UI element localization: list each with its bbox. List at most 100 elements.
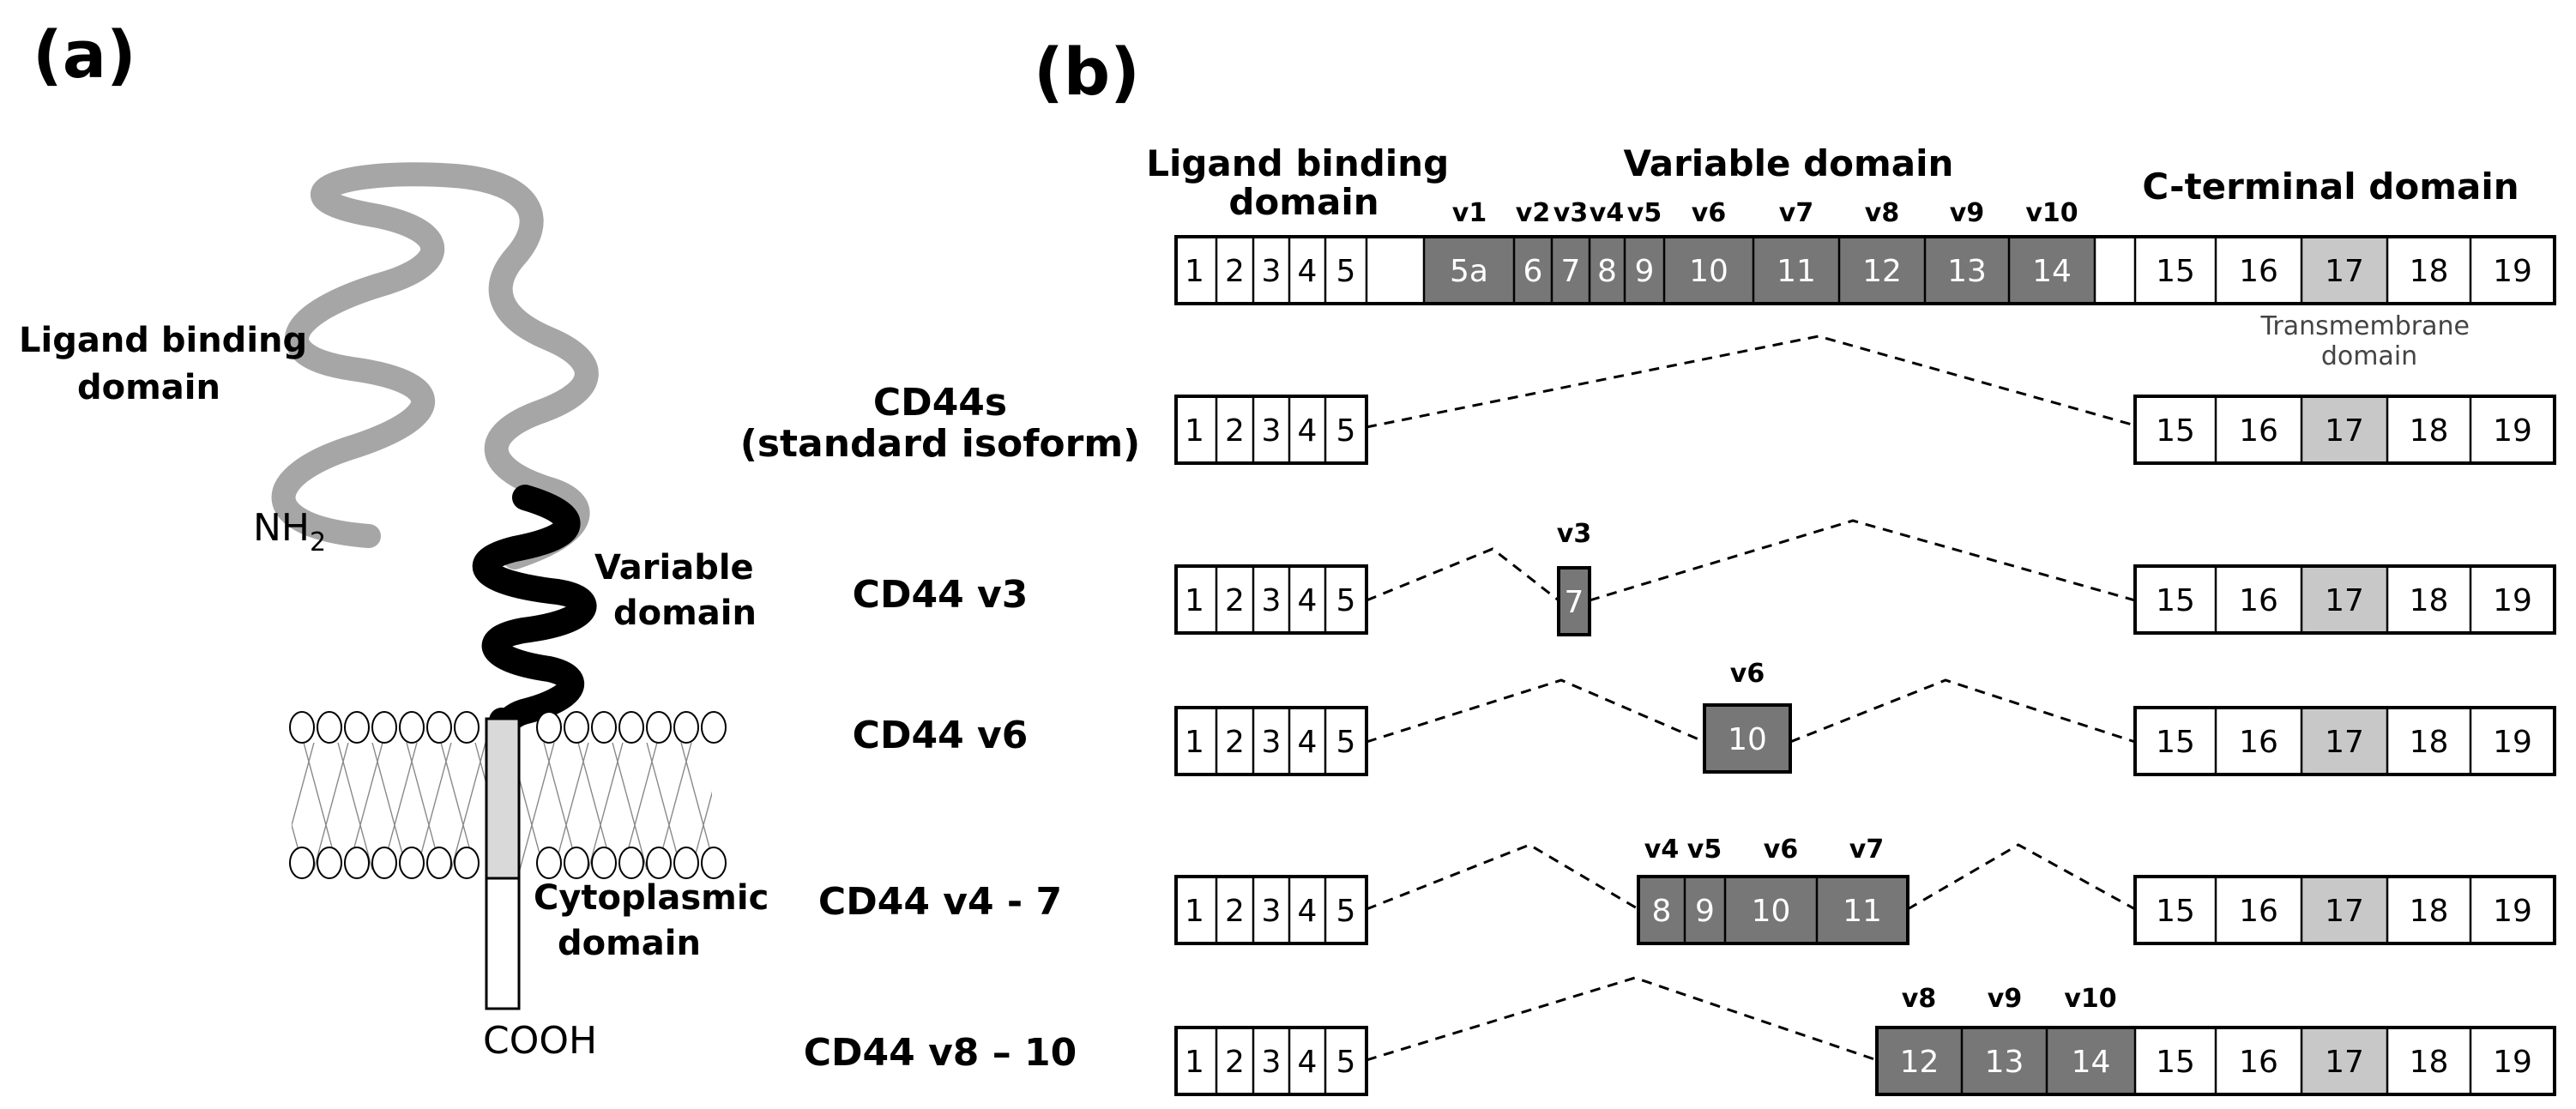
exon-number: 4	[1298, 254, 1318, 289]
splice-line	[1366, 843, 1639, 911]
exon-ligand: 3	[1253, 1028, 1289, 1094]
header-variable-domain: Variable domain	[1624, 142, 1954, 184]
exon-number: 4	[1298, 894, 1318, 929]
lipid-head	[701, 847, 727, 879]
exon-number: 5	[1336, 894, 1356, 929]
variant-label: v4	[1644, 835, 1679, 865]
exon-cterm: 19	[2470, 1028, 2555, 1094]
exon-cterm: 16	[2216, 566, 2302, 633]
exon-variable: 8	[1638, 877, 1685, 943]
lipid-head	[317, 847, 342, 879]
exon-number: 8	[1652, 894, 1672, 929]
variant-label: v5	[1687, 835, 1722, 865]
exon-ligand: 3	[1253, 708, 1289, 774]
exon-number: 8	[1597, 254, 1617, 289]
exon-ligand: 5	[1325, 877, 1366, 943]
exon-cterm: 18	[2387, 1028, 2470, 1094]
lipid-head	[564, 847, 589, 879]
exon-ligand: 3	[1253, 396, 1289, 463]
splice-line	[1366, 547, 1559, 602]
cytoplasmic-segment	[485, 877, 521, 1010]
exon-number: 19	[2493, 583, 2532, 618]
variant-label: v10	[2025, 198, 2078, 228]
exon-cterm: 17	[2302, 237, 2387, 304]
lipid-head	[673, 711, 699, 744]
exon-variable: 8	[1590, 237, 1625, 304]
exon-variable: 6	[1514, 237, 1552, 304]
exon-variable: 7	[1559, 568, 1590, 635]
splice-line	[1366, 678, 1705, 744]
exon-cterm: 17	[2302, 1028, 2387, 1094]
lipid-head	[426, 847, 452, 879]
exon-number: 5	[1336, 725, 1356, 760]
exon-variable: 5a	[1424, 237, 1514, 304]
lipid-bilayer	[289, 711, 727, 879]
exon-number: 2	[1225, 583, 1245, 618]
exon-cterm: 18	[2387, 396, 2470, 463]
exon-number: 18	[2410, 725, 2449, 760]
panel-b-label: (b)	[1034, 33, 1140, 110]
exon-ligand: 1	[1176, 396, 1213, 463]
exon-number: 16	[2239, 583, 2278, 618]
exon-number: 19	[2493, 725, 2532, 760]
exon-number: 1	[1185, 254, 1204, 289]
isoform-label: CD44 v8 – 10	[804, 1031, 1077, 1075]
exon-ligand: 5	[1325, 566, 1366, 633]
ligand-binding-label: Ligand binding domain	[19, 321, 319, 407]
exon-number: 19	[2493, 1045, 2532, 1080]
variant-label: v6	[1764, 835, 1798, 865]
exon-number: 18	[2410, 583, 2449, 618]
exon-number: 13	[1985, 1045, 2024, 1080]
exon-number: 16	[2239, 1045, 2278, 1080]
exon-ligand: 5	[1325, 237, 1366, 304]
exon-number: 1	[1185, 894, 1204, 929]
exon-number: 16	[2239, 254, 2278, 289]
exon-ligand: 1	[1176, 1028, 1213, 1094]
exon-ligand: 5	[1325, 1028, 1366, 1094]
exon-number: 18	[2410, 1045, 2449, 1080]
exon-variable: 14	[2047, 1028, 2135, 1094]
variant-label: v7	[1779, 198, 1813, 228]
exon-cterm: 17	[2302, 708, 2387, 774]
isoform-label: CD44 v4 - 7	[818, 880, 1062, 924]
exon-variable: 10	[1725, 877, 1817, 943]
exon-cterm: 16	[2216, 237, 2302, 304]
panel-a-label: (a)	[33, 16, 136, 93]
exon-ligand: 4	[1289, 396, 1325, 463]
exon-variable: 9	[1625, 237, 1664, 304]
exon-number: 2	[1225, 894, 1245, 929]
exon-number: 4	[1298, 1045, 1318, 1080]
exon-variable: 10	[1664, 237, 1753, 304]
lipid-head	[564, 711, 589, 744]
variant-label: v6	[1692, 198, 1726, 228]
variant-label: v1	[1452, 198, 1487, 228]
variant-label: v9	[1950, 198, 1984, 228]
exon-cterm: 16	[2216, 708, 2302, 774]
exon-number: 15	[2156, 894, 2195, 929]
exon-number: 2	[1225, 725, 1245, 760]
exon-cterm: 17	[2302, 566, 2387, 633]
isoform-label: CD44 v6	[853, 714, 1029, 757]
exon-cterm: 17	[2302, 877, 2387, 943]
exon-variable: 12	[1839, 237, 1925, 304]
ligand-block	[1174, 1026, 1368, 1096]
exon-number: 3	[1262, 1045, 1282, 1080]
exon-number: 17	[2325, 1045, 2364, 1080]
lipid-head	[618, 711, 644, 744]
splice-line	[1366, 335, 2136, 429]
variant-label: v4	[1590, 198, 1624, 228]
splice-line	[1789, 678, 2136, 744]
exon-cterm: 16	[2216, 1028, 2302, 1094]
exon-number: 15	[2156, 725, 2195, 760]
lipid-head	[646, 711, 672, 744]
exon-number: 5	[1336, 1045, 1356, 1080]
variant-block	[1637, 875, 1909, 945]
exon-cterm: 16	[2216, 877, 2302, 943]
exon-number: 16	[2239, 894, 2278, 929]
exon-number: 4	[1298, 725, 1318, 760]
lipid-head	[289, 711, 315, 744]
isoform-label: CD44 v3	[853, 573, 1029, 617]
header-ligand-binding: Ligand binding domain	[1146, 142, 1462, 223]
exon-cterm: 16	[2216, 396, 2302, 463]
